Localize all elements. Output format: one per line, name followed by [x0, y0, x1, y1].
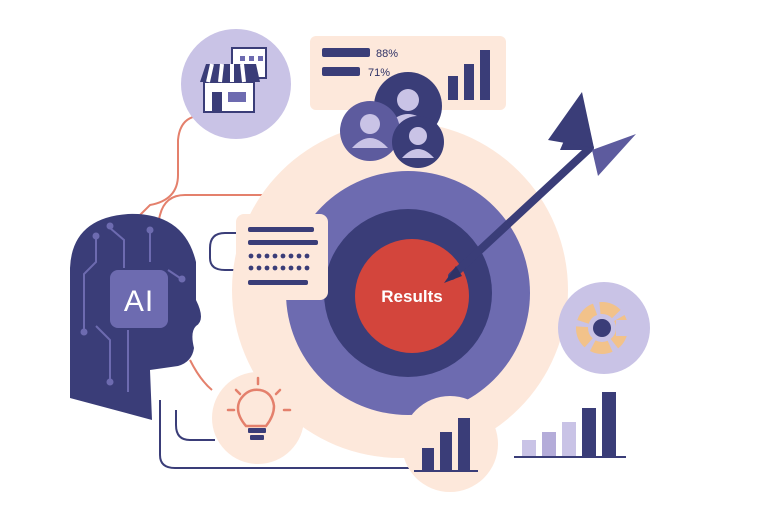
ai-chip	[110, 270, 168, 328]
bar-chart-icon	[448, 50, 490, 100]
stat-value: 71%	[368, 67, 390, 79]
bar-chart-icon	[514, 392, 626, 458]
target: Results	[286, 171, 530, 415]
connector-lines	[139, 111, 430, 469]
gear-badge	[558, 282, 650, 374]
stat-bar	[322, 48, 370, 57]
target-bullseye	[355, 239, 469, 353]
storefront-icon	[200, 47, 267, 113]
bar-chart-badge	[402, 396, 498, 492]
gear-icon	[576, 302, 630, 354]
store-badge	[181, 29, 291, 139]
bar-chart-icon	[422, 418, 470, 470]
stat-bar	[322, 67, 360, 76]
ai-head: AI	[70, 213, 201, 420]
dart-arrow-icon	[444, 92, 636, 283]
people-group-icon	[340, 72, 444, 168]
lightbulb-badge	[212, 372, 304, 464]
stat-value: 88%	[376, 48, 398, 60]
results-label: Results	[381, 287, 442, 306]
ai-chip-label: AI	[124, 285, 154, 318]
lightbulb-icon	[226, 376, 292, 428]
document-text-icon	[236, 214, 328, 300]
